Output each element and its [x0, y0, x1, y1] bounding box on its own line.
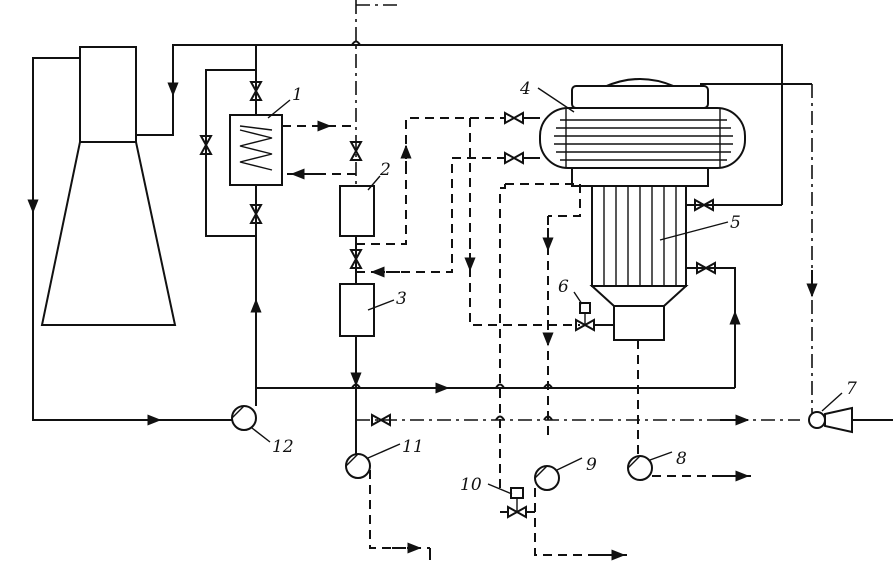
vessel-2: [339, 185, 375, 237]
valve-condenser-upper: [504, 111, 524, 125]
leader-1: [267, 99, 291, 119]
label-5: 5: [730, 213, 741, 233]
valve-column-mid: [349, 249, 363, 269]
pump-11: [345, 453, 431, 560]
vent-line: [355, 0, 400, 186]
label-4: 4: [519, 79, 531, 99]
dash-vertical-10: [499, 184, 506, 492]
leader-7: [821, 392, 843, 412]
pump-8: [627, 455, 752, 482]
cooling-tower: [40, 46, 177, 326]
ejector-7: [808, 406, 893, 434]
leader-12: [251, 427, 271, 443]
label-8: 8: [676, 449, 687, 469]
tube-bundle-5: [589, 185, 689, 341]
heater-riser: [205, 45, 741, 406]
leader-3: [367, 299, 395, 311]
leader-10: [487, 483, 513, 495]
label-3: 3: [396, 289, 407, 309]
leader-4: [537, 87, 575, 113]
valves-heater-loop: [199, 81, 263, 224]
label-11: 11: [402, 437, 424, 457]
valve-bundle-upper: [694, 198, 714, 212]
label-10: 10: [460, 475, 482, 495]
dash-loop-left: [469, 118, 580, 326]
valve-condenser-lower: [504, 151, 524, 165]
tower-return-line: [27, 57, 232, 426]
leader-5: [659, 221, 729, 241]
leader-6: [573, 291, 583, 305]
tower-supply-line: [136, 44, 783, 205]
label-2: 2: [379, 160, 391, 180]
regulator-6: [575, 302, 614, 332]
dash-condenser-bundle: [505, 183, 581, 217]
regulator-10: [500, 487, 535, 519]
valve-vacuum: [371, 413, 391, 427]
dash-to-condenser-upper: [356, 117, 505, 245]
valve-column-top: [349, 141, 363, 161]
leader-11: [367, 443, 401, 459]
label-9: 9: [586, 455, 597, 475]
label-1: 1: [292, 85, 303, 105]
heater-1: [229, 114, 283, 186]
label-7: 7: [846, 379, 857, 399]
condenser-4: [539, 78, 746, 187]
label-6: 6: [558, 277, 569, 297]
pump-12: [231, 405, 257, 431]
line-crossings: [351, 40, 553, 421]
leader-9: [556, 457, 583, 471]
dash-to-condenser-lower: [356, 157, 505, 273]
leader-2: [367, 175, 381, 191]
label-12: 12: [272, 437, 294, 457]
valve-bundle-lower: [696, 261, 716, 275]
leader-8: [649, 451, 673, 461]
pump-9: [534, 465, 628, 561]
